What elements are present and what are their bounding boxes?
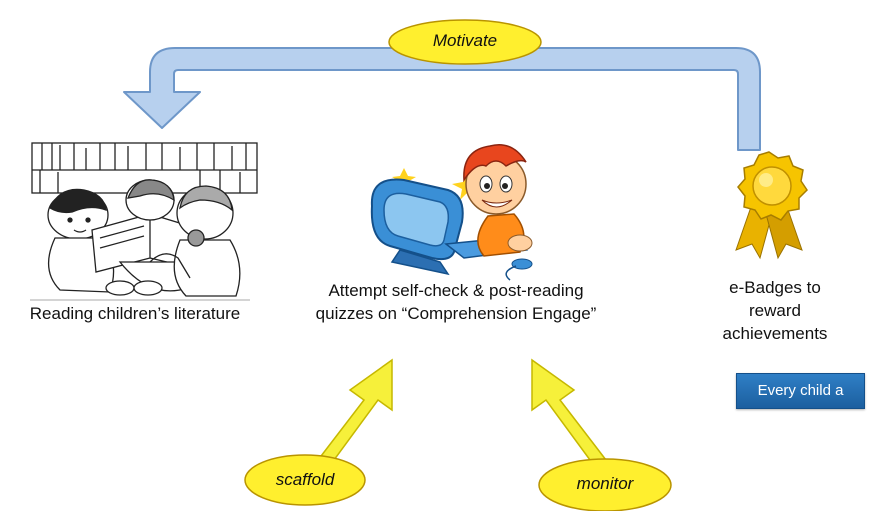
quiz-label-line-1: Attempt self-check & post-reading <box>328 281 584 300</box>
badges-label-line-3: achievements <box>722 324 828 343</box>
scaffold-label: scaffold <box>275 470 335 489</box>
monitor-label: monitor <box>576 474 634 493</box>
badges-label: e-Badges to reward achievements <box>700 276 850 345</box>
badges-label-line-1: e-Badges to <box>729 278 821 297</box>
quiz-label: Attempt self-check & post-reading quizze… <box>300 279 612 325</box>
badges-label-line-2: reward <box>749 301 801 320</box>
quiz-label-line-2: quizzes on “Comprehension Engage” <box>315 304 597 323</box>
every-child-banner: Every child a winner! <box>736 373 865 433</box>
reading-label: Reading children’s literature <box>29 304 241 323</box>
motivate-label: Motivate <box>432 31 498 50</box>
